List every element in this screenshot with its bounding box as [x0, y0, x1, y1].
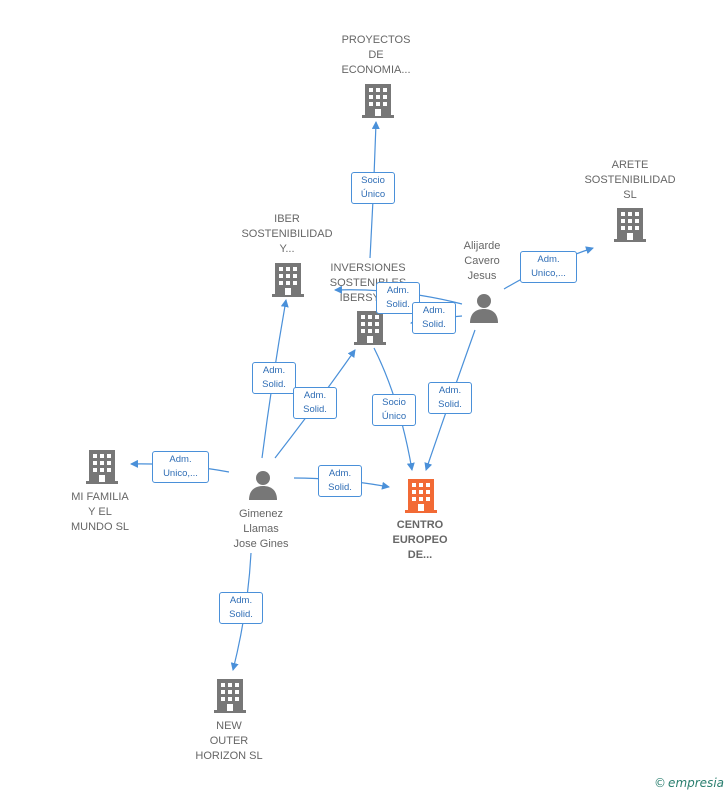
- brand-initial: e: [668, 776, 676, 790]
- company-label-centro[interactable]: CENTRO EUROPEO DE...: [392, 519, 448, 561]
- person-label-gimenez[interactable]: Gimenez Llamas Jose Gines: [233, 508, 289, 550]
- building-icon[interactable]: [354, 311, 386, 345]
- person-label-alijarde[interactable]: Alijarde Cavero Jesus: [463, 240, 501, 282]
- company-label-newouter[interactable]: NEW OUTER HORIZON SL: [195, 720, 263, 762]
- company-label-arete[interactable]: ARETE SOSTENIBILIDAD SL: [584, 159, 676, 201]
- edge-label-socio-unico: Socio Único: [351, 172, 395, 204]
- building-icon[interactable]: [405, 479, 437, 513]
- person-icon[interactable]: [249, 471, 277, 500]
- edge-label-adm-solid: Adm. Solid.: [219, 592, 263, 624]
- edge-label-adm-solid: Adm. Solid.: [252, 362, 296, 394]
- copyright-icon: ©: [654, 776, 667, 790]
- building-icon[interactable]: [272, 263, 304, 297]
- edge-label-adm-solid: Adm. Solid.: [412, 302, 456, 334]
- person-icon[interactable]: [470, 294, 498, 323]
- company-label-proyectos[interactable]: PROYECTOS DE ECONOMIA...: [341, 34, 411, 76]
- company-label-inversiones[interactable]: INVERSIONES SOSTENIBLES IBERSYS...: [329, 262, 407, 304]
- building-icon[interactable]: [362, 84, 394, 118]
- edge-label-adm-unico: Adm. Unico,...: [152, 451, 209, 483]
- edge-label-socio-unico: Socio Único: [372, 394, 416, 426]
- company-label-mifamilia[interactable]: MI FAMILIA Y EL MUNDO SL: [70, 491, 130, 533]
- building-icon[interactable]: [86, 450, 118, 484]
- edge-label-adm-solid: Adm. Solid.: [318, 465, 362, 497]
- edge-label-adm-unico: Adm. Unico,...: [520, 251, 577, 283]
- building-icon[interactable]: [214, 679, 246, 713]
- building-icon[interactable]: [614, 208, 646, 242]
- empresia-watermark: ©empresia: [654, 776, 724, 790]
- brand-name: mpresia: [675, 776, 724, 790]
- edge-lines: [130, 121, 594, 671]
- edge-label-adm-solid: Adm. Solid.: [428, 382, 472, 414]
- edge-label-adm-solid: Adm. Solid.: [293, 387, 337, 419]
- company-label-iber[interactable]: IBER SOSTENIBILIDAD Y...: [241, 213, 333, 255]
